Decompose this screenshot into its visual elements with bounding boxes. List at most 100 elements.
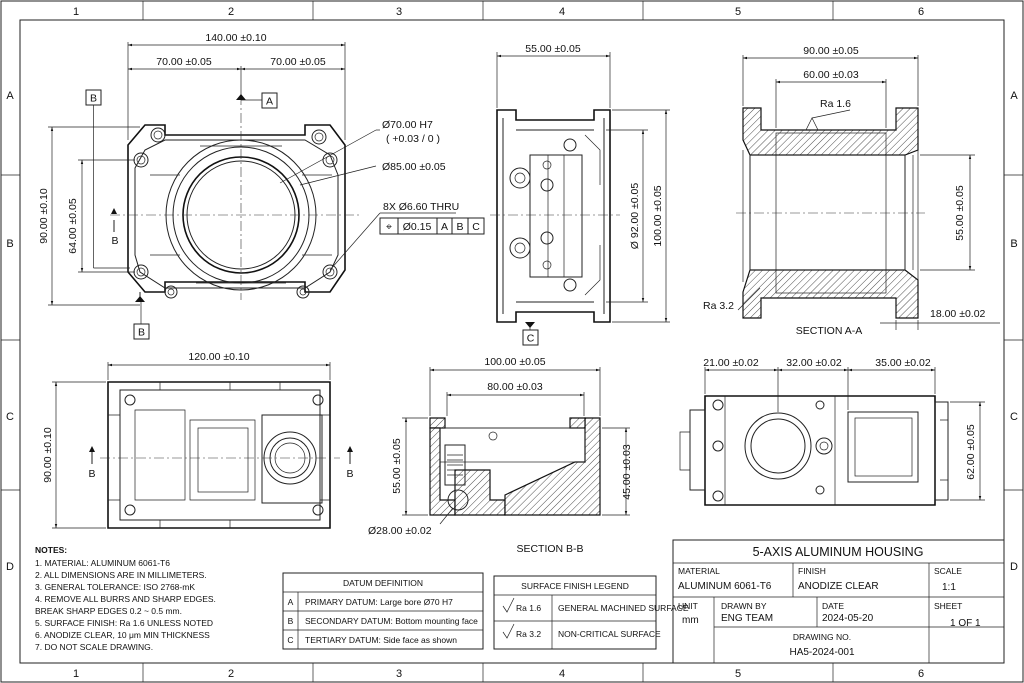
side-d100-dim: 100.00 ±0.05	[652, 185, 664, 246]
datum-table-title: DATUM DEFINITION	[343, 578, 423, 588]
front-hole-spacing-dim: 64.00 ±0.05	[67, 198, 79, 254]
aa-ra-left: Ra 3.2	[703, 300, 734, 312]
zone-row-c-left: C	[6, 411, 14, 423]
bb-depth-dim: 45.00 ±0.03	[621, 444, 633, 500]
finish-row-ra: Ra 1.6	[516, 603, 541, 613]
surface-finish-icon	[502, 623, 515, 639]
note-item: BREAK SHARP EDGES 0.2 ~ 0.5 mm.	[35, 606, 182, 616]
front-boss-callout: Ø85.00 ±0.05	[382, 161, 446, 173]
zone-col-3-top: 3	[396, 6, 402, 18]
notes-title: NOTES:	[35, 545, 67, 555]
tb-unit: mm	[682, 615, 699, 626]
front-half-left-dim: 70.00 ±0.05	[156, 56, 212, 68]
side-width-dim: 55.00 ±0.05	[525, 43, 581, 55]
notes-block: NOTES: 1. MATERIAL: ALUMINUM 6061-T6 2. …	[35, 545, 216, 652]
bb-height-dim: 55.00 ±0.05	[391, 438, 403, 494]
side-view: 55.00 ±0.05 Ø 92.00 ±0.05 100.00 ±0.05 C	[490, 43, 670, 346]
datum-row-text: SECONDARY DATUM: Bottom mounting face	[305, 616, 478, 626]
surface-finish-legend: SURFACE FINISH LEGEND Ra 1.6 GENERAL MAC…	[493, 575, 689, 650]
tb-dwg-label: DRAWING NO.	[793, 632, 851, 642]
zone-col-1-top: 1	[73, 6, 79, 18]
aa-width-dim: 90.00 ±0.05	[803, 45, 859, 57]
title-block: 5-AXIS ALUMINUM HOUSING MATERIAL ALUMINU…	[672, 539, 1005, 664]
right-bottom-view: 21.00 ±0.02 32.00 ±0.02 35.00 ±0.02 62.0…	[679, 357, 985, 506]
zone-row-b-left: B	[6, 238, 13, 250]
tb-drawn-label: DRAWN BY	[721, 601, 767, 611]
zone-col-2-top: 2	[228, 6, 234, 18]
tb-scale-label: SCALE	[934, 566, 962, 576]
zone-col-4-bottom: 4	[559, 668, 565, 680]
zone-col-5-top: 5	[735, 6, 741, 18]
bottom-height-dim: 62.00 ±0.05	[965, 424, 977, 480]
tb-material: ALUMINUM 6061-T6	[678, 581, 772, 592]
bb-inner-dim: 80.00 ±0.03	[487, 381, 543, 393]
datum-table: DATUM DEFINITION A PRIMARY DATUM: Large …	[282, 572, 484, 650]
zone-col-5-bottom: 5	[735, 668, 741, 680]
tb-drawn: ENG TEAM	[721, 613, 773, 624]
finish-row-text: GENERAL MACHINED SURFACE	[558, 603, 689, 613]
front-datum-b-top: B	[90, 93, 97, 105]
fcf-datum-b: B	[456, 221, 463, 233]
front-width-dim: 140.00 ±0.10	[205, 32, 266, 44]
tb-sheet-label: SHEET	[934, 601, 962, 611]
bb-caption: SECTION B-B	[516, 543, 583, 555]
zone-row-c-right: C	[1010, 411, 1018, 423]
front-bore-callout: Ø70.00 H7	[382, 119, 433, 131]
bottom-d3-dim: 35.00 ±0.02	[875, 357, 931, 369]
feature-control-frame: ⌖ Ø0.15 A B C	[379, 217, 485, 235]
section-b-b: 100.00 ±0.05 80.00 ±0.03 55.00 ±0.05 45.…	[368, 356, 633, 555]
aa-inner-dim: 60.00 ±0.03	[803, 69, 859, 81]
zone-row-d-left: D	[6, 561, 14, 573]
datum-row-id: C	[287, 635, 293, 645]
bottom-d1-dim: 21.00 ±0.02	[703, 357, 759, 369]
bb-hole-callout: Ø28.00 ±0.02	[368, 525, 432, 537]
zone-row-d-right: D	[1010, 561, 1018, 573]
aa-caption: SECTION A-A	[796, 325, 863, 337]
fcf-tolerance: Ø0.15	[403, 221, 432, 233]
tb-unit-label: UNIT	[678, 601, 698, 611]
front-height-dim: 90.00 ±0.10	[38, 188, 50, 244]
note-item: 2. ALL DIMENSIONS ARE IN MILLIMETERS.	[35, 570, 207, 580]
note-item: 5. SURFACE FINISH: Ra 1.6 UNLESS NOTED	[35, 618, 213, 628]
zone-col-6-top: 6	[918, 6, 924, 18]
tb-date: 2024-05-20	[822, 613, 874, 624]
top-view: 120.00 ±0.10 90.00 ±0.10 B B	[42, 351, 354, 529]
note-item: 1. MATERIAL: ALUMINUM 6061-T6	[35, 558, 170, 568]
top-section-mark-left: B	[88, 468, 95, 480]
zone-col-6-bottom: 6	[918, 668, 924, 680]
surface-finish-icon	[502, 597, 515, 613]
title-block-title: 5-AXIS ALUMINUM HOUSING	[753, 545, 924, 559]
datum-row-id: A	[288, 597, 294, 607]
zone-col-2-bottom: 2	[228, 668, 234, 680]
tb-sheet: 1 OF 1	[950, 618, 981, 629]
fcf-position-icon: ⌖	[386, 221, 392, 233]
fcf-datum-a: A	[441, 221, 448, 233]
side-datum-c: C	[527, 333, 535, 345]
datum-row-text: PRIMARY DATUM: Large bore Ø70 H7	[305, 597, 453, 607]
tb-finish: ANODIZE CLEAR	[798, 581, 879, 592]
datum-row-text: TERTIARY DATUM: Side face as shown	[305, 635, 457, 645]
finish-row-text: NON-CRITICAL SURFACE	[558, 629, 661, 639]
aa-height-dim: 55.00 ±0.05	[954, 185, 966, 241]
bottom-d2-dim: 32.00 ±0.02	[786, 357, 842, 369]
front-bore-tolerance: ( +0.03 / 0 )	[386, 133, 440, 145]
front-view: 140.00 ±0.10 70.00 ±0.05 70.00 ±0.05 90.…	[38, 32, 485, 340]
zone-col-4-top: 4	[559, 6, 565, 18]
top-height-dim: 90.00 ±0.10	[42, 427, 54, 483]
tb-material-label: MATERIAL	[678, 566, 720, 576]
zone-col-1-bottom: 1	[73, 668, 79, 680]
zone-row-a-left: A	[6, 90, 14, 102]
front-section-mark: B	[111, 235, 118, 247]
aa-ra-top: Ra 1.6	[820, 98, 851, 110]
front-datum-b-bottom: B	[138, 327, 145, 339]
note-item: 4. REMOVE ALL BURRS AND SHARP EDGES.	[35, 594, 216, 604]
front-holes-callout: 8X Ø6.60 THRU	[383, 201, 459, 213]
top-width-dim: 120.00 ±0.10	[188, 351, 249, 363]
top-section-mark-right: B	[346, 468, 353, 480]
aa-flange-dim: 18.00 ±0.02	[930, 308, 986, 320]
note-item: 7. DO NOT SCALE DRAWING.	[35, 642, 153, 652]
tb-dwg: HA5-2024-001	[789, 647, 854, 658]
zone-row-b-right: B	[1010, 238, 1017, 250]
fcf-datum-c: C	[472, 221, 480, 233]
